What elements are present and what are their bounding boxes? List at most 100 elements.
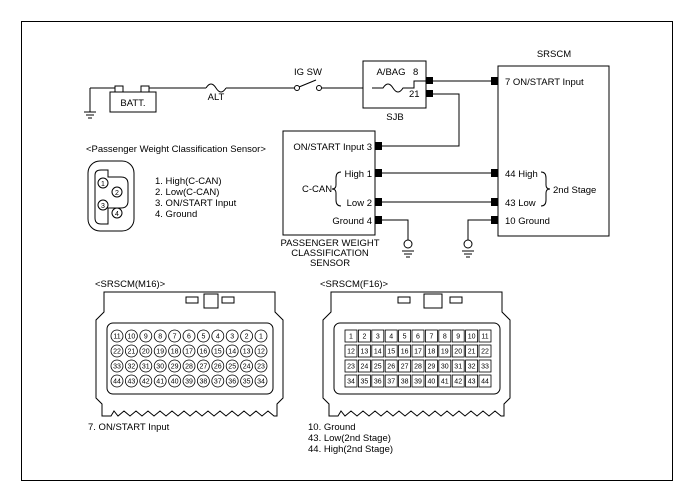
f16-pin-label-11: 11 [481,334,488,341]
srscm-pin-44: 44 High [505,169,538,180]
m16-pin-label-24: 24 [243,364,251,371]
sjb-label: SJB [386,112,403,123]
m16-pin-label-12: 12 [257,349,265,356]
m16-pin-label-35: 35 [243,379,251,386]
sensor-pin-3 [97,199,109,211]
f16-legend-3: 44. High(2nd Stage) [308,444,393,455]
f16-pin-38 [398,374,412,388]
f16-pin-32 [465,359,479,373]
m16-pin-3 [225,329,239,343]
m16-pin-label-40: 40 [171,379,179,386]
f16-pin-31 [451,359,465,373]
f16-pin-6 [411,329,425,343]
sjb-pin-21: 21 [409,89,420,100]
m16-pin-label-21: 21 [128,349,136,356]
m16-pin-label-13: 13 [243,349,251,356]
f16-pin-21 [465,344,479,358]
f16-pin-label-37: 37 [387,379,395,386]
f16-pin-41 [438,374,452,388]
f16-pin-39 [411,374,425,388]
f16-pin-label-35: 35 [361,379,369,386]
f16-pin-40 [424,374,438,388]
m16-pin-9 [139,329,153,343]
sensor-legend-3: 3. ON/START Input [155,198,237,209]
m16-pin-label-18: 18 [171,349,179,356]
f16-pin-label-38: 38 [401,379,409,386]
m16-pin-23 [254,359,268,373]
f16-pin-28 [411,359,425,373]
f16-legend-1: 10. Ground [308,422,356,433]
sensor-pin-1 [97,177,109,189]
f16-pin-label-16: 16 [401,349,409,356]
f16-pin-label-1: 1 [349,334,353,341]
m16-pin-39 [182,374,196,388]
m16-pin-label-5: 5 [201,334,205,341]
pwcs-caption-2: CLASSIFICATION [291,248,369,259]
m16-pin-label-27: 27 [200,364,208,371]
alt-label: ALT [208,92,225,103]
m16-pin-13 [240,344,254,358]
f16-pin-42 [451,374,465,388]
pwcs-pin-2: Low 2 [347,198,372,209]
f16-pin-label-15: 15 [387,349,395,356]
m16-pin-43 [124,374,138,388]
m16-pin-5 [196,329,210,343]
f16-pin-23 [344,359,358,373]
f16-pin-label-25: 25 [374,364,382,371]
f16-pin-label-5: 5 [403,334,407,341]
m16-pin-label-23: 23 [257,364,265,371]
f16-pin-13 [357,344,371,358]
f16-pin-19 [438,344,452,358]
f16-pin-label-6: 6 [416,334,420,341]
f16-pin-label-29: 29 [428,364,436,371]
m16-pin-label-1: 1 [259,334,263,341]
m16-pin-label-3: 3 [230,334,234,341]
f16-pin-label-40: 40 [428,379,436,386]
m16-pin-6 [182,329,196,343]
sjb-fuse-label: A/BAG [376,67,405,78]
m16-pin-42 [139,374,153,388]
m16-pin-label-32: 32 [128,364,136,371]
m16-pin-25 [225,359,239,373]
f16-pin-label-34: 34 [347,379,355,386]
sensor-legend-1: 1. High(C-CAN) [155,176,222,187]
sensor-connector-title: <Passenger Weight Classification Sensor> [86,144,266,155]
m16-pin-label-2: 2 [245,334,249,341]
f16-pin-12 [344,344,358,358]
f16-title: <SRSCM(F16)> [320,279,389,290]
m16-pin-10 [124,329,138,343]
f16-pin-label-36: 36 [374,379,382,386]
m16-pin-label-30: 30 [156,364,164,371]
f16-pin-34 [344,374,358,388]
f16-pin-label-13: 13 [361,349,369,356]
f16-pin-7 [424,329,438,343]
f16-pin-label-3: 3 [376,334,380,341]
m16-pin-label-20: 20 [142,349,150,356]
f16-pin-label-32: 32 [468,364,476,371]
svg-text:1: 1 [101,181,105,188]
sjb-box: A/BAG 8 21 [362,60,433,109]
f16-pin-10 [465,329,479,343]
srscm-title: SRSCM [537,49,571,60]
m16-pin-label-26: 26 [214,364,222,371]
pwcs-caption-3: SENSOR [310,258,350,269]
f16-pin-26 [384,359,398,373]
svg-text:3: 3 [101,203,105,210]
f16-pin-4 [384,329,398,343]
m16-pin-label-16: 16 [200,349,208,356]
f16-pin-24 [357,359,371,373]
m16-pin-32 [124,359,138,373]
f16-legend-2: 43. Low(2nd Stage) [308,433,391,444]
m16-pin-label-43: 43 [128,379,136,386]
alt-fuse [205,83,227,93]
f16-pin-label-31: 31 [454,364,462,371]
f16-pin-36 [371,374,385,388]
sensor-pin-4 [111,207,123,219]
m16-pin-2 [240,329,254,343]
f16-pin-label-23: 23 [347,364,355,371]
m16-pin-label-4: 4 [216,334,220,341]
m16-pin-label-22: 22 [113,349,121,356]
m16-pin-label-17: 17 [185,349,193,356]
f16-pin-label-17: 17 [414,349,422,356]
